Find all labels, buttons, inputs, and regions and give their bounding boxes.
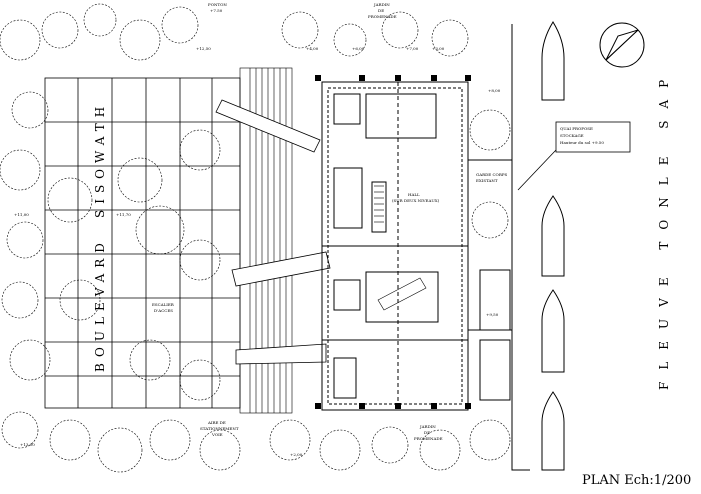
level-label: +7,00 [406, 46, 419, 51]
column-marker [465, 403, 471, 409]
garde-label: GARDE CORPS [476, 172, 508, 177]
ponton-label: PONTON [208, 2, 227, 7]
tree-icon [47, 177, 93, 223]
column-marker [465, 75, 471, 81]
tree-icon [371, 426, 409, 464]
quai-height-label: Hauteur du sol +9.50 [560, 140, 604, 145]
tree-icon [179, 129, 221, 171]
tree-icon [11, 91, 49, 129]
tree-icon [83, 3, 117, 37]
tree-icon [319, 429, 361, 471]
boats [541, 21, 565, 471]
jardin-top-sub: PROMENADE [368, 14, 397, 19]
jardin-bottom-de: DE [424, 430, 430, 435]
jardin-bottom-label: JARDIN [419, 424, 436, 429]
plan-title: PLAN Ech:1/200 [582, 473, 691, 488]
tree-icon [281, 11, 319, 49]
level-label: +4,00 [306, 46, 319, 51]
quai-label: QUAI PROPOSE [560, 126, 593, 131]
quay-edge [468, 24, 530, 471]
tree-icon [431, 19, 469, 57]
hall-label: HALL [408, 192, 420, 197]
tree-icon [471, 201, 509, 239]
column-marker [431, 403, 437, 409]
column-marker [431, 75, 437, 81]
bottom-label-3: VOIE [211, 432, 223, 437]
tree-icon [179, 239, 221, 281]
escalier-label: ESCALIER [152, 302, 175, 307]
jardin-top-label: JARDIN [373, 2, 390, 7]
level-label: +9,50 [486, 312, 499, 317]
structural-columns [315, 75, 471, 409]
tree-icon [129, 339, 171, 381]
tree-icon [49, 419, 91, 461]
tree-icon [469, 419, 511, 461]
column-marker [359, 403, 365, 409]
level-label: +11,00 [14, 212, 29, 217]
escalier-sub-label: D'ACCES [154, 308, 173, 313]
level-label: +6,00 [352, 46, 365, 51]
callout-box [517, 121, 631, 191]
garde-sub-label: EXISTANT [476, 178, 498, 183]
access-ramps [215, 99, 331, 365]
level-label: +2,00 [290, 452, 303, 457]
tree-icon [135, 205, 185, 255]
stairs [374, 185, 427, 311]
column-marker [315, 403, 321, 409]
boulevard-grid [44, 77, 241, 409]
tree-icon [381, 11, 419, 49]
tree-icon [41, 11, 79, 49]
hall-sub-label: (SUR DEUX NIVEAUX) [392, 198, 440, 203]
column-marker [315, 75, 321, 81]
sisowath-label: SISOWATH [93, 101, 107, 218]
column-marker [359, 75, 365, 81]
tree-icon [419, 429, 461, 471]
tree-icon [179, 359, 221, 401]
tree-icon [469, 109, 511, 151]
tree-icon [0, 19, 41, 61]
jardin-bottom-sub: PROMENADE [414, 436, 443, 441]
tree-icon [0, 149, 41, 191]
building-outline [321, 81, 469, 411]
tree-group [0, 3, 511, 473]
tree-icon [9, 339, 51, 381]
level-label: +3,00 [432, 46, 445, 51]
level-label: +13,00 [20, 442, 35, 447]
fleuve-label: FLEUVE TONLE SAP [657, 68, 671, 390]
boulevard-label: BOULEVARD [93, 237, 107, 372]
north-arrow-icon [599, 22, 645, 68]
level-label: +11,70 [116, 212, 131, 217]
ponton-level: +7.50 [210, 8, 223, 13]
tree-icon [161, 6, 199, 44]
column-marker [395, 75, 401, 81]
column-marker [395, 403, 401, 409]
tree-icon [59, 279, 101, 321]
tree-icon [333, 23, 367, 57]
bottom-label-1: AIRE DE [207, 420, 226, 425]
level-label: +12,50 [196, 46, 211, 51]
jardin-top-de: DE [378, 8, 384, 13]
tree-icon [1, 411, 39, 449]
tree-icon [269, 419, 311, 461]
tree-icon [6, 221, 44, 259]
level-label: +8,00 [488, 88, 501, 93]
tree-icon [97, 427, 143, 473]
tree-icon [117, 157, 163, 203]
level-annotations: +12,50 +11,70 +11,00 +7,00 +6,00 +4,00 +3,00 +8… [14, 46, 501, 457]
tree-icon [1, 281, 39, 319]
tree-icon [199, 429, 241, 471]
tree-icon [119, 19, 161, 61]
bottom-label-2: STATIONNEMENT [200, 426, 239, 431]
tree-icon [149, 419, 191, 461]
quai-sub-label: STOCKAGE [560, 133, 584, 138]
